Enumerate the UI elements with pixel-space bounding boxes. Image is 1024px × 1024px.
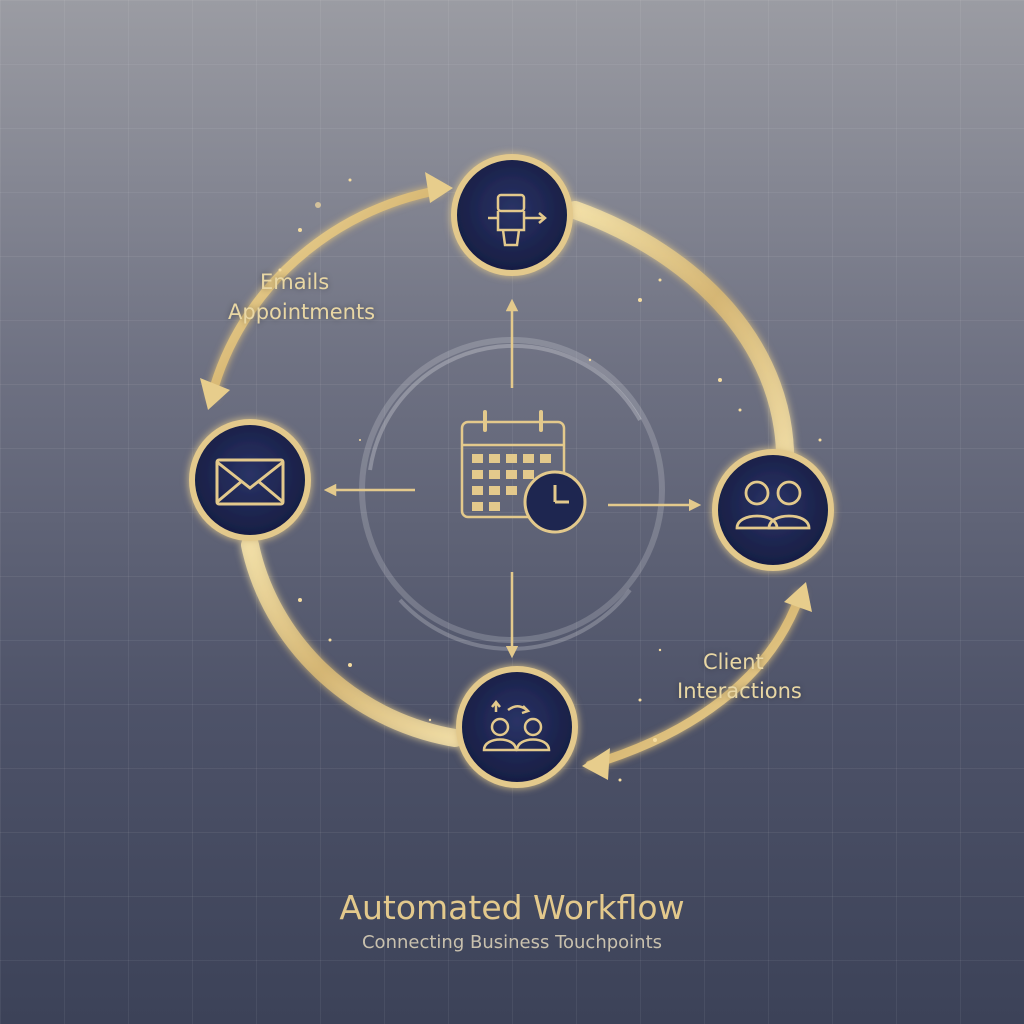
node-left[interactable] [189, 419, 311, 541]
arrowhead-bottom [582, 748, 610, 780]
arc-arrowheads [200, 172, 812, 780]
arrowhead-left [200, 378, 230, 410]
arc-top-to-left [207, 185, 445, 400]
center-connectors [323, 298, 702, 659]
label-emails: Emails [260, 270, 330, 294]
robot-automation-icon [488, 193, 547, 247]
arrowhead-top [425, 172, 453, 203]
node-bottom[interactable] [456, 666, 578, 788]
people-exchange-icon [482, 699, 551, 752]
arc-bottom-to-right [585, 590, 805, 770]
arrowhead-right [784, 582, 812, 612]
label-client: Client [703, 650, 764, 674]
node-right[interactable] [712, 449, 834, 571]
calendar-clock-icon [460, 410, 587, 534]
arc-left-to-bottom [241, 536, 464, 747]
arc-top-to-right [566, 201, 795, 479]
envelope-icon [215, 458, 285, 506]
page-title: Automated Workflow [339, 888, 685, 927]
cycle-arcs [207, 185, 805, 770]
page-subtitle: Connecting Business Touchpoints [361, 932, 663, 953]
label-appointments: Appointments [228, 300, 376, 324]
label-interactions: Interactions [677, 679, 802, 703]
sparkles [278, 178, 831, 782]
node-top[interactable] [451, 154, 573, 276]
people-icon [735, 480, 811, 530]
